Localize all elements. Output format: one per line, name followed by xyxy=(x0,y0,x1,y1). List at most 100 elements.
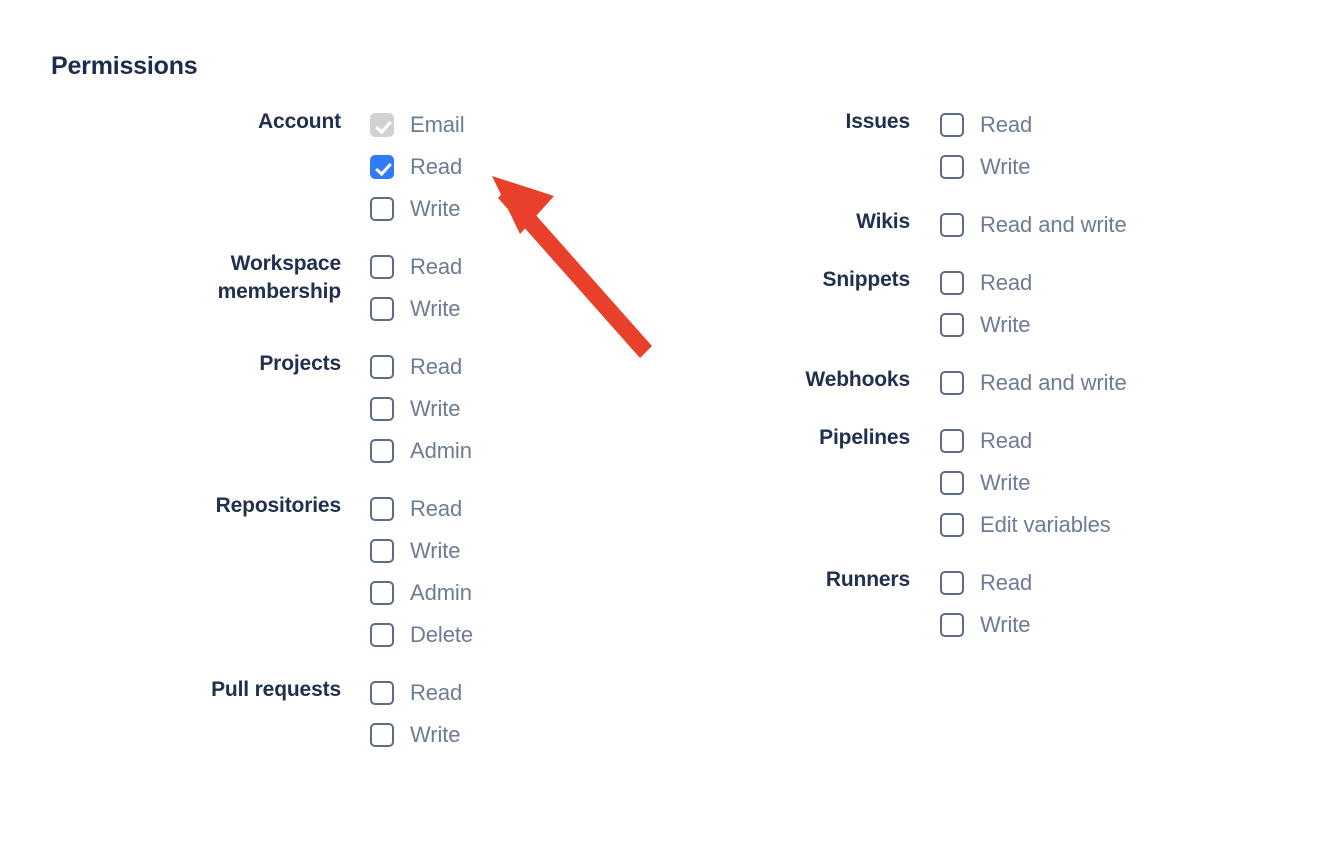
checkbox-icon[interactable] xyxy=(940,613,964,637)
permission-option-repositories-admin[interactable]: Admin xyxy=(370,572,473,614)
permission-option-label: Read xyxy=(410,680,463,705)
checkbox-icon[interactable] xyxy=(940,313,964,337)
checkbox-icon[interactable] xyxy=(940,371,964,395)
permission-option-repositories-write[interactable]: Write xyxy=(370,530,473,572)
permission-option-pull-requests-read[interactable]: Read xyxy=(370,672,462,714)
permission-option-projects-write[interactable]: Write xyxy=(370,388,472,430)
permission-option-pull-requests-write[interactable]: Write xyxy=(370,714,462,756)
permission-option-label: Email xyxy=(410,112,465,137)
permission-option-snippets-write[interactable]: Write xyxy=(940,304,1032,346)
checkbox-icon[interactable] xyxy=(370,255,394,279)
checkbox-icon[interactable] xyxy=(370,623,394,647)
permission-option-repositories-delete[interactable]: Delete xyxy=(370,614,473,656)
permission-option-label: Write xyxy=(410,396,461,421)
permission-option-label: Write xyxy=(410,538,461,563)
permission-option-label: Read xyxy=(980,428,1033,453)
permission-option-label: Write xyxy=(410,722,461,747)
checkbox-icon[interactable] xyxy=(370,497,394,521)
checkbox-icon[interactable] xyxy=(370,439,394,463)
checkbox-icon[interactable] xyxy=(370,155,394,179)
permission-option-label: Edit variables xyxy=(980,512,1111,537)
checkbox-icon[interactable] xyxy=(940,155,964,179)
checkbox-icon[interactable] xyxy=(940,513,964,537)
permission-option-account-email[interactable]: Email xyxy=(370,104,465,146)
permission-option-pipelines-edit-variables[interactable]: Edit variables xyxy=(940,504,1111,546)
permission-option-repositories-read[interactable]: Read xyxy=(370,488,473,530)
checkbox-icon[interactable] xyxy=(370,297,394,321)
checkbox-icon[interactable] xyxy=(370,723,394,747)
checkbox-icon[interactable] xyxy=(940,471,964,495)
permission-option-wikis-read-and-write[interactable]: Read and write xyxy=(940,204,1127,246)
permission-option-account-read[interactable]: Read xyxy=(370,146,465,188)
checkbox-icon[interactable] xyxy=(370,539,394,563)
checkbox-icon[interactable] xyxy=(370,197,394,221)
checkbox-icon[interactable] xyxy=(370,397,394,421)
permission-option-runners-read[interactable]: Read xyxy=(940,562,1032,604)
permission-group-label: Workspace membership xyxy=(217,252,342,303)
permission-option-label: Read and write xyxy=(980,370,1127,395)
permission-option-projects-read[interactable]: Read xyxy=(370,346,472,388)
permission-group-label: Webhooks xyxy=(805,368,910,391)
permission-option-workspace-membership-read[interactable]: Read xyxy=(370,246,462,288)
checkbox-icon[interactable] xyxy=(370,355,394,379)
permission-option-label: Write xyxy=(410,296,461,321)
permission-option-issues-read[interactable]: Read xyxy=(940,104,1032,146)
permission-option-issues-write[interactable]: Write xyxy=(940,146,1032,188)
permission-option-workspace-membership-write[interactable]: Write xyxy=(370,288,462,330)
checkbox-icon[interactable] xyxy=(370,681,394,705)
permission-option-label: Write xyxy=(410,196,461,221)
checkbox-icon xyxy=(370,113,394,137)
permission-option-pipelines-write[interactable]: Write xyxy=(940,462,1111,504)
checkbox-icon[interactable] xyxy=(940,429,964,453)
checkbox-icon[interactable] xyxy=(370,581,394,605)
permission-group-label: Pull requests xyxy=(211,678,341,701)
checkbox-icon[interactable] xyxy=(940,113,964,137)
permission-group-wikis: Wikis Read and write xyxy=(610,204,1310,246)
checkbox-icon[interactable] xyxy=(940,271,964,295)
permission-group-label: Snippets xyxy=(822,268,911,291)
permission-option-label: Read xyxy=(410,354,463,379)
checkbox-icon[interactable] xyxy=(940,213,964,237)
permission-option-list: Read and write xyxy=(940,204,1127,246)
permission-option-label: Read xyxy=(410,496,463,521)
permission-option-label: Admin xyxy=(410,580,472,605)
permission-option-projects-admin[interactable]: Admin xyxy=(370,430,472,472)
permission-group-label: Account xyxy=(258,110,341,133)
permission-option-runners-write[interactable]: Write xyxy=(940,604,1032,646)
permission-option-label: Delete xyxy=(410,622,473,647)
permission-group-label: Wikis xyxy=(856,210,910,233)
permission-group-webhooks: Webhooks Read and write xyxy=(610,362,1310,404)
permission-option-snippets-read[interactable]: Read xyxy=(940,262,1032,304)
permission-option-webhooks-read-and-write[interactable]: Read and write xyxy=(940,362,1127,404)
permission-option-label: Write xyxy=(980,612,1031,637)
permission-option-pipelines-read[interactable]: Read xyxy=(940,420,1111,462)
checkbox-icon[interactable] xyxy=(940,571,964,595)
permission-group-label: Pipelines xyxy=(819,426,910,449)
permission-option-label: Read xyxy=(980,270,1033,295)
permission-option-list: Read and write xyxy=(940,362,1127,404)
permission-option-account-write[interactable]: Write xyxy=(370,188,465,230)
permission-option-label: Read xyxy=(410,154,463,179)
permission-group-label: Projects xyxy=(259,352,341,375)
permission-option-label: Write xyxy=(980,312,1031,337)
permission-option-label: Read xyxy=(410,254,463,279)
page-title: Permissions xyxy=(51,52,198,80)
permission-option-label: Admin xyxy=(410,438,472,463)
